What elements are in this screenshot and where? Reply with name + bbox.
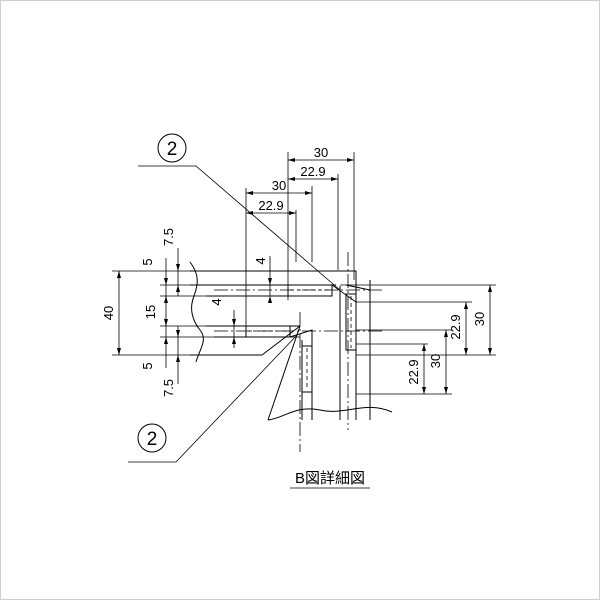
drawing-title: B図詳細図 bbox=[290, 470, 370, 489]
callout-bottom: 2 bbox=[128, 333, 299, 463]
dim-7-5-bottom: 7.5 bbox=[161, 379, 176, 397]
dim-right-upper-30: 30 bbox=[472, 312, 487, 326]
dim-top-inner-30: 30 bbox=[272, 178, 286, 193]
dim-4-lower: 4 bbox=[209, 298, 224, 305]
vertical-member bbox=[214, 252, 393, 452]
dim-top-outer-22-9: 22.9 bbox=[300, 164, 325, 179]
dim-right-upper-22-9: 22.9 bbox=[448, 314, 463, 339]
dim-right-lower-30: 30 bbox=[428, 354, 443, 368]
dim-5-bottom: 5 bbox=[140, 362, 155, 369]
right-dimensions: 30 22.9 30 22.9 bbox=[340, 284, 496, 395]
callout-bottom-label: 2 bbox=[147, 429, 158, 450]
dim-15: 15 bbox=[143, 305, 158, 319]
dim-4-upper: 4 bbox=[253, 257, 268, 264]
dim-40: 40 bbox=[101, 306, 116, 320]
drawing-title-text: B図詳細図 bbox=[295, 470, 365, 487]
dim-top-inner-22-9: 22.9 bbox=[258, 198, 283, 213]
horizontal-member bbox=[189, 261, 336, 363]
dim-7-5-top: 7.5 bbox=[161, 228, 176, 246]
callout-top: 2 bbox=[138, 133, 341, 291]
dim-5-top: 5 bbox=[140, 258, 155, 265]
callout-top-label: 2 bbox=[167, 139, 178, 160]
top-dimensions: 30 22.9 30 22.9 bbox=[245, 145, 355, 330]
left-dimensions: 40 7.5 5 15 5 7.5 4 4 bbox=[101, 228, 346, 397]
dim-top-outer-30: 30 bbox=[314, 145, 328, 160]
dim-right-lower-22-9: 22.9 bbox=[406, 359, 421, 384]
